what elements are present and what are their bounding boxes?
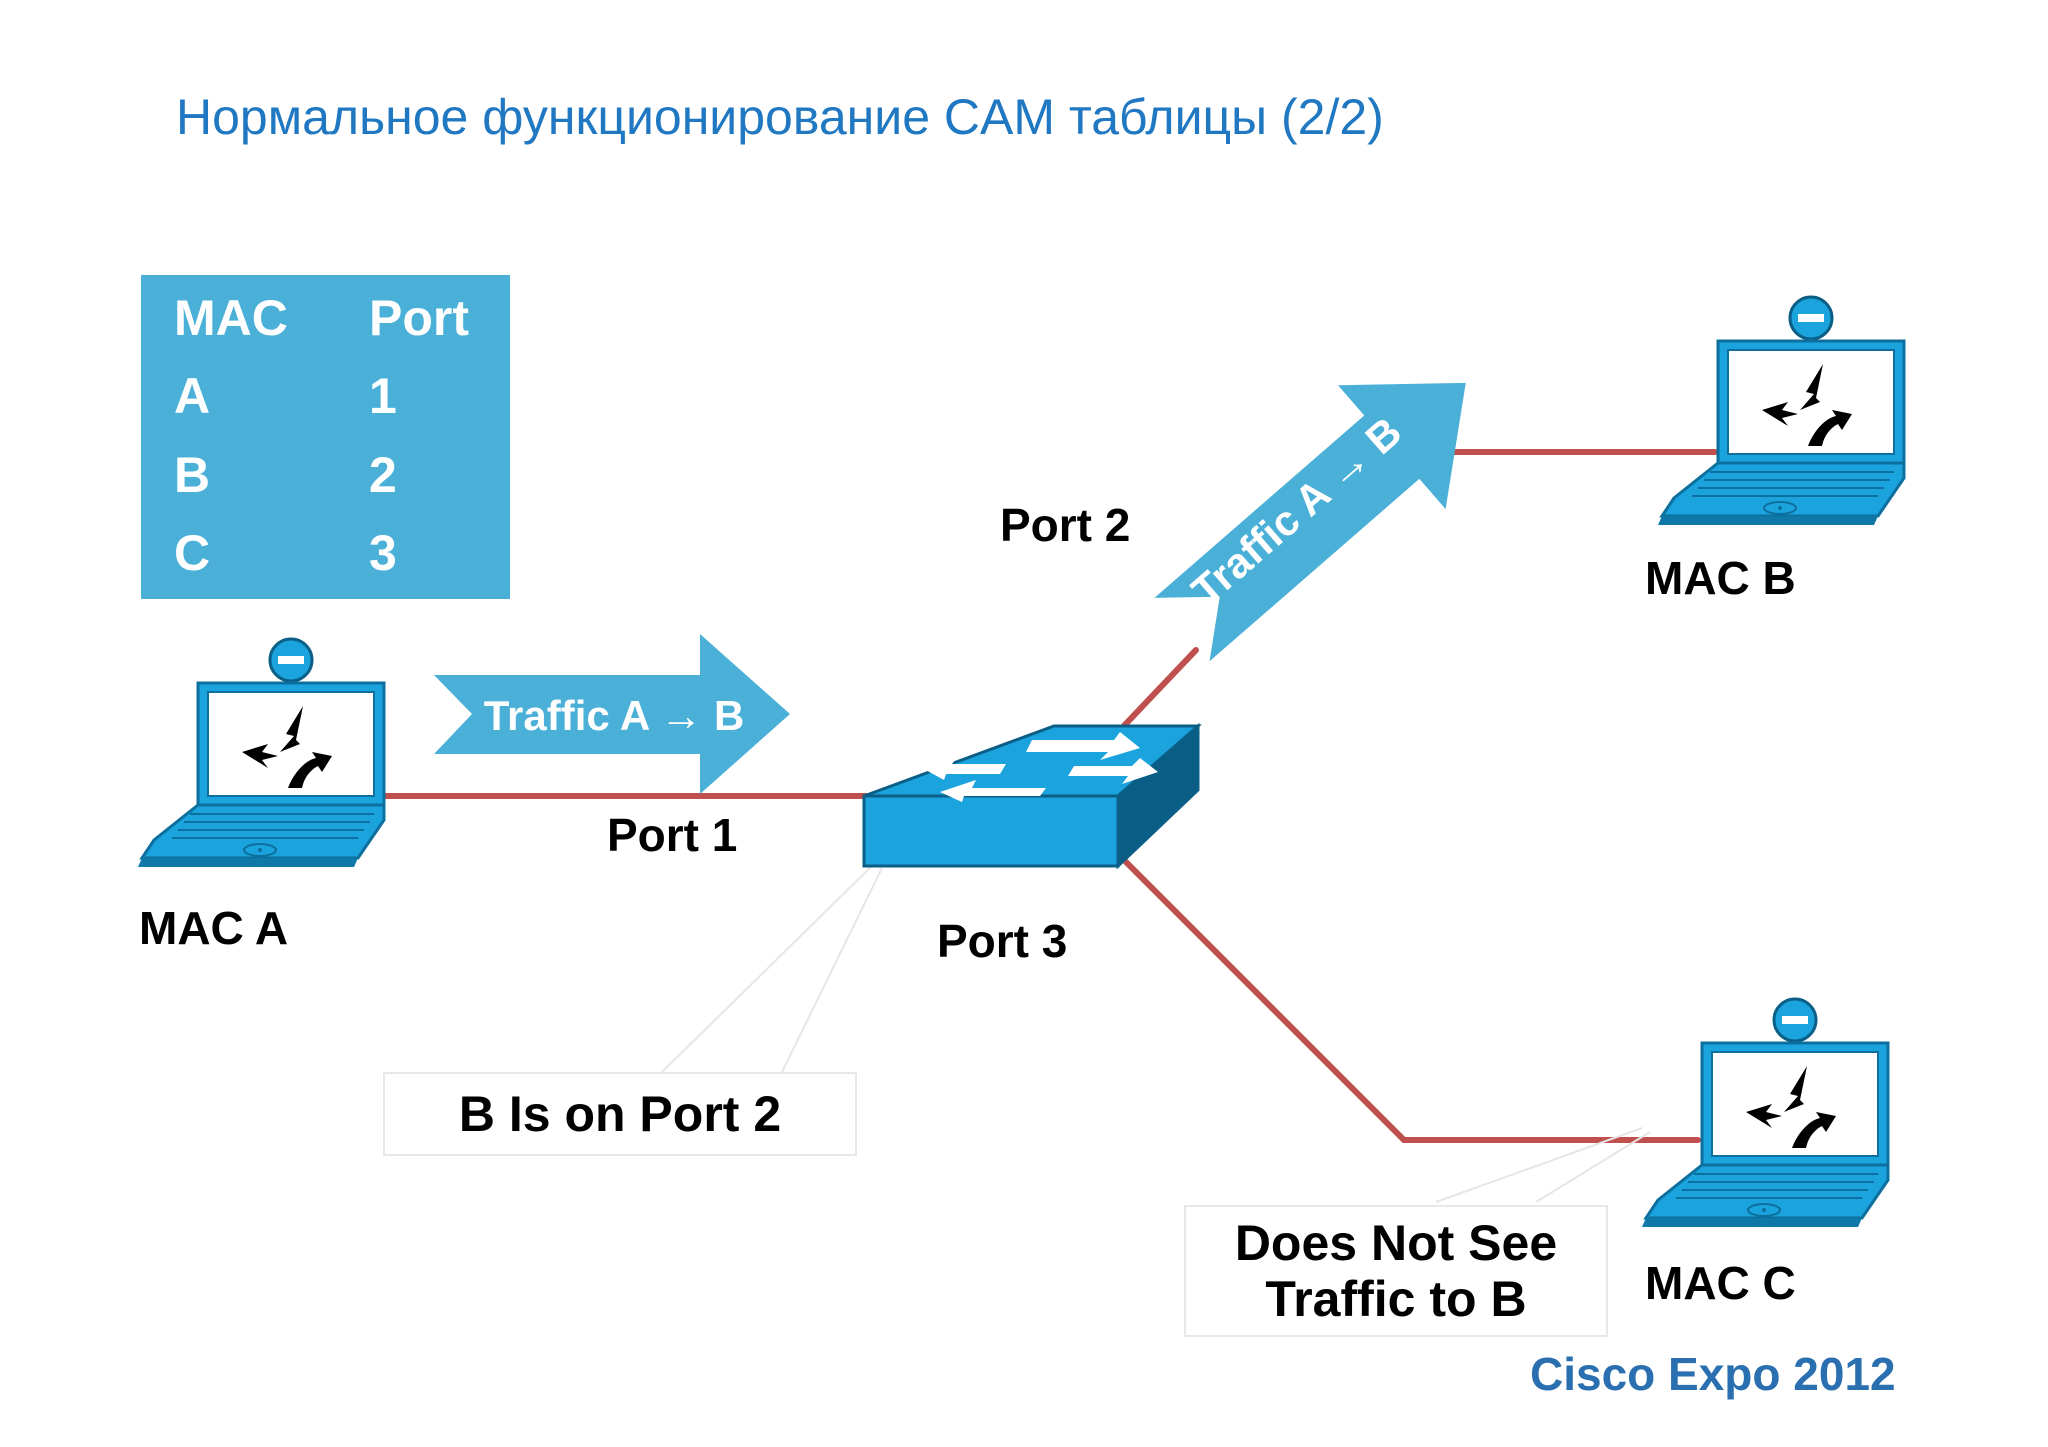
cam-row-b-port: 2 — [369, 447, 397, 503]
page-title: Нормальное функционирование CAM таблицы … — [176, 89, 1384, 145]
traffic-arrow-to-switch — [434, 634, 790, 794]
laptop-icon-b — [1656, 295, 1906, 527]
label-mac-a: MAC A — [139, 902, 289, 954]
links — [381, 449, 1718, 1143]
traffic-label-to-switch: Traffic A → B — [484, 692, 745, 739]
cam-row-c-port: 3 — [369, 525, 397, 581]
callout-switch-note-text: B Is on Port 2 — [458, 1086, 782, 1142]
callout-host-c-line2: Traffic to B — [1265, 1271, 1527, 1327]
callout-host-c-note: Does Not See Traffic to B — [1184, 1205, 1608, 1337]
cam-row-c-mac: C — [174, 525, 211, 581]
link-port3 — [1117, 853, 1701, 1143]
cam-header-port: Port — [369, 290, 469, 346]
label-port-2: Port 2 — [1000, 499, 1131, 551]
label-mac-b: MAC B — [1645, 552, 1796, 604]
laptop-icon-c — [1640, 997, 1890, 1229]
cam-row-b-mac: B — [174, 447, 211, 503]
traffic-arrow-to-b — [1154, 382, 1466, 662]
callout-switch-note: B Is on Port 2 — [383, 1072, 857, 1156]
brand-logo-text: Cisco Expo 2012 — [1530, 1348, 1896, 1400]
link-port2-lower — [1117, 647, 1199, 733]
laptop-icon-a — [136, 637, 386, 869]
switch-icon — [862, 722, 1202, 870]
cam-table: MAC Port A 1 B 2 C 3 — [141, 275, 510, 599]
callout-host-c-line1: Does Not See — [1234, 1215, 1558, 1271]
label-port-1: Port 1 — [607, 809, 738, 861]
cam-row-a-port: 1 — [369, 368, 397, 424]
label-mac-c: MAC C — [1645, 1257, 1796, 1309]
cam-row-a-mac: A — [174, 368, 211, 424]
cam-header-mac: MAC — [174, 290, 288, 346]
label-port-3: Port 3 — [937, 915, 1068, 967]
